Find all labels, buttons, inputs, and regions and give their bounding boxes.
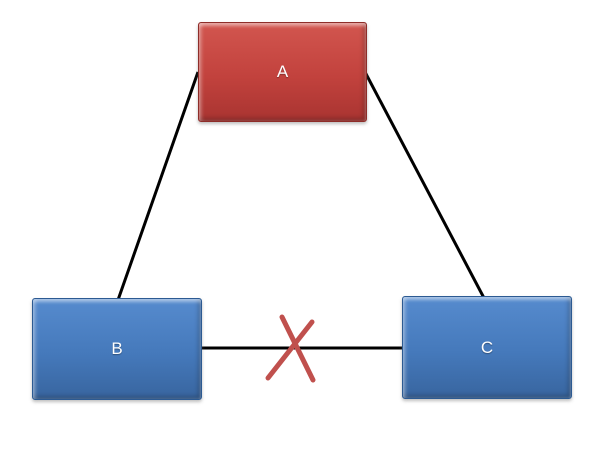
node-b-label: B [111,339,123,358]
x-stroke-slash [265,319,315,381]
blocked-connection-x-icon [265,314,316,383]
x-stroke-backslash [279,314,316,383]
node-b: B [32,298,202,400]
node-a: A [198,22,367,122]
node-c: C [402,296,572,399]
edge-a-b [116,71,200,301]
node-a-label: A [276,62,289,81]
node-c-label: C [480,337,494,357]
edge-a-c [363,71,486,299]
